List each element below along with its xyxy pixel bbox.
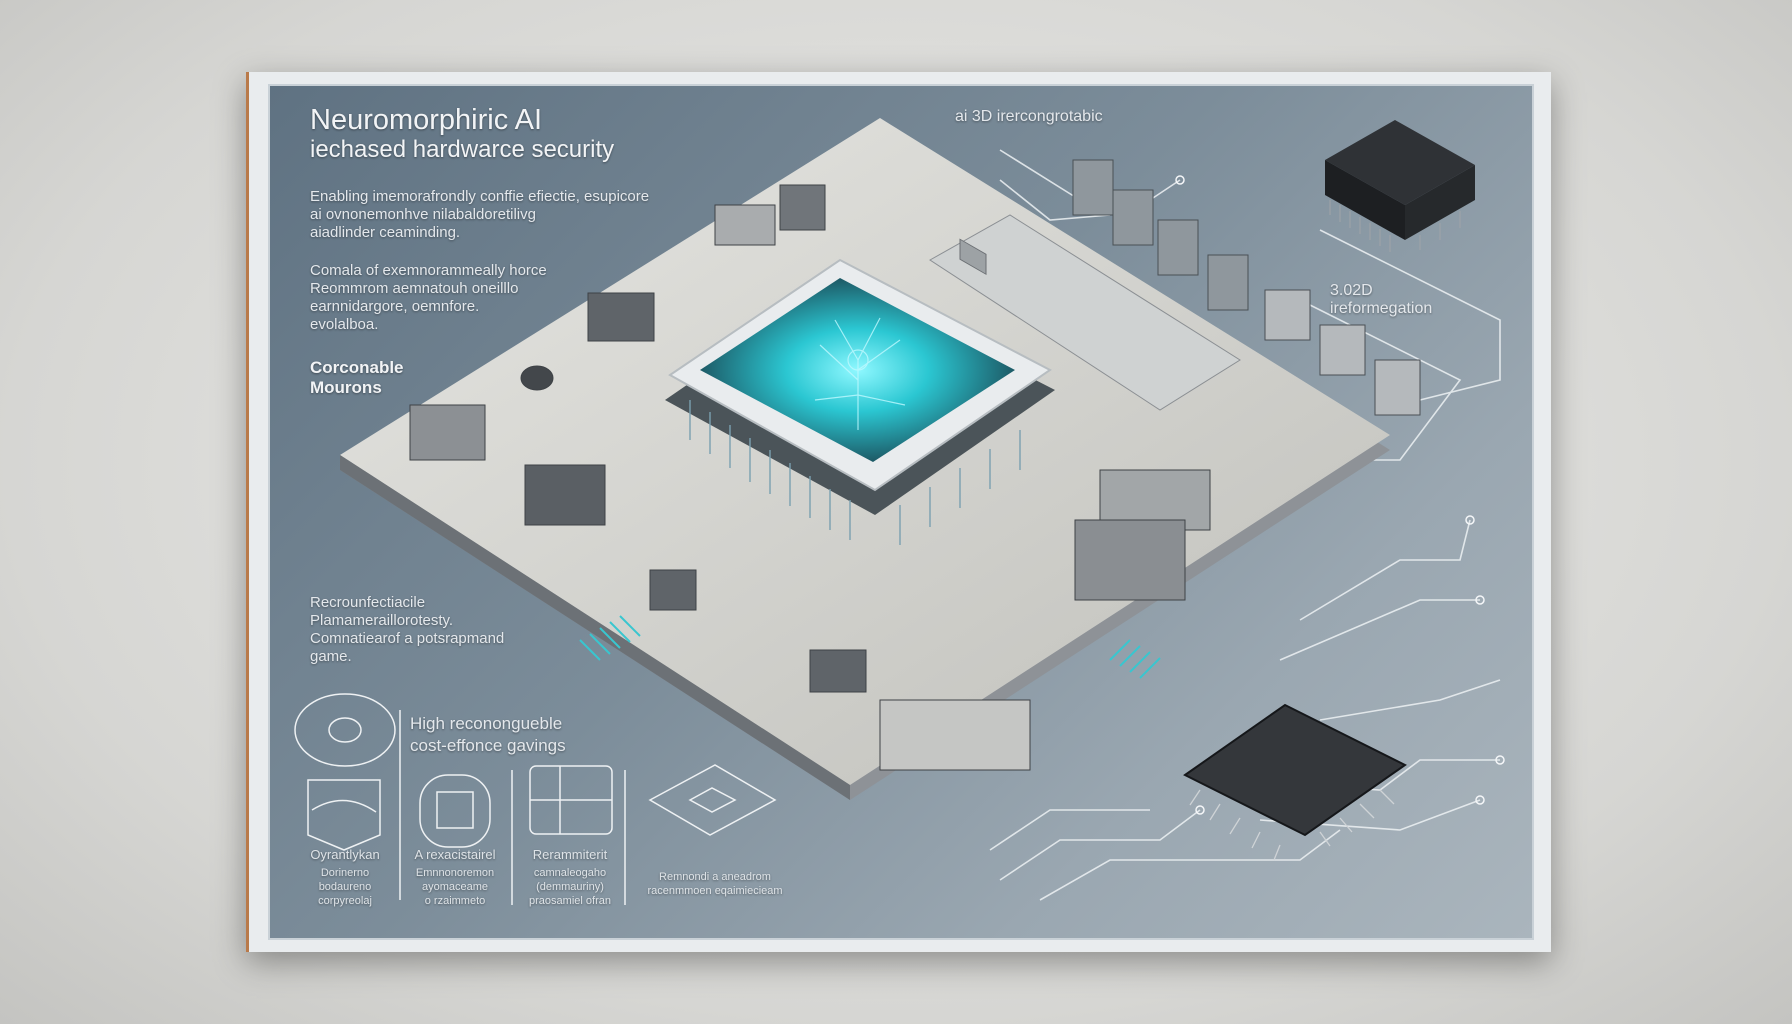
memory-module bbox=[929, 214, 1241, 411]
label-3d-interconnect: ai 3D irercongrotabic bbox=[955, 108, 1103, 125]
label-neurons: Corconable Mourons bbox=[310, 358, 404, 397]
bottom-heading: High reconongueble cost-effonce gavings bbox=[410, 714, 566, 755]
memory-cubes bbox=[1072, 159, 1421, 416]
bottom-item-text: Emnnonoremon ayomaceame o rzaimmeto bbox=[415, 867, 495, 907]
trace-pads bbox=[1175, 175, 1505, 815]
bottom-item-text: Remnondi a aneadrom racenmmoen eqaimieci… bbox=[647, 871, 783, 897]
bottom-item-text: Dorinerno bodaureno corpyreolaj bbox=[318, 867, 372, 907]
wave-box-icon bbox=[307, 779, 381, 851]
label-reconfigurable: Recrounfectiacile Plamameraillorotesty. … bbox=[310, 594, 505, 665]
chip-grid-icon bbox=[419, 774, 491, 848]
neuromorphic-chip bbox=[665, 258, 1055, 545]
floorplan-icon bbox=[529, 765, 613, 835]
wave-lens-icon bbox=[294, 693, 396, 767]
neural-tree-icon bbox=[814, 317, 906, 430]
bottom-item-title: Rerammiterit bbox=[532, 847, 608, 862]
bottom-item-text: camnaleogaho (demmauriny) praosamiel ofr… bbox=[529, 867, 611, 907]
poster-subtitle: iechased hardwarce security bbox=[310, 136, 615, 163]
processor-chip-bottom-right bbox=[1183, 703, 1407, 861]
feature-paragraph: Comala of exemnorammeally horce Reommrom… bbox=[310, 262, 547, 333]
isometric-chip-icon bbox=[648, 764, 777, 836]
bottom-item-title: Oyrantlykan bbox=[310, 847, 380, 862]
processor-chip-top-right bbox=[1325, 120, 1475, 252]
board-components bbox=[409, 184, 1211, 771]
bottom-item-title: A rexacistairel bbox=[414, 847, 496, 862]
poster-title: Neuromorphiric AI bbox=[310, 104, 543, 136]
label-3d-integration: 3.02D ireformegation bbox=[1330, 282, 1433, 317]
cyan-pins bbox=[579, 615, 1161, 679]
intro-paragraph: Enabling imemorafrondly conffie efiectie… bbox=[310, 188, 650, 241]
chip-pins bbox=[689, 400, 1021, 545]
